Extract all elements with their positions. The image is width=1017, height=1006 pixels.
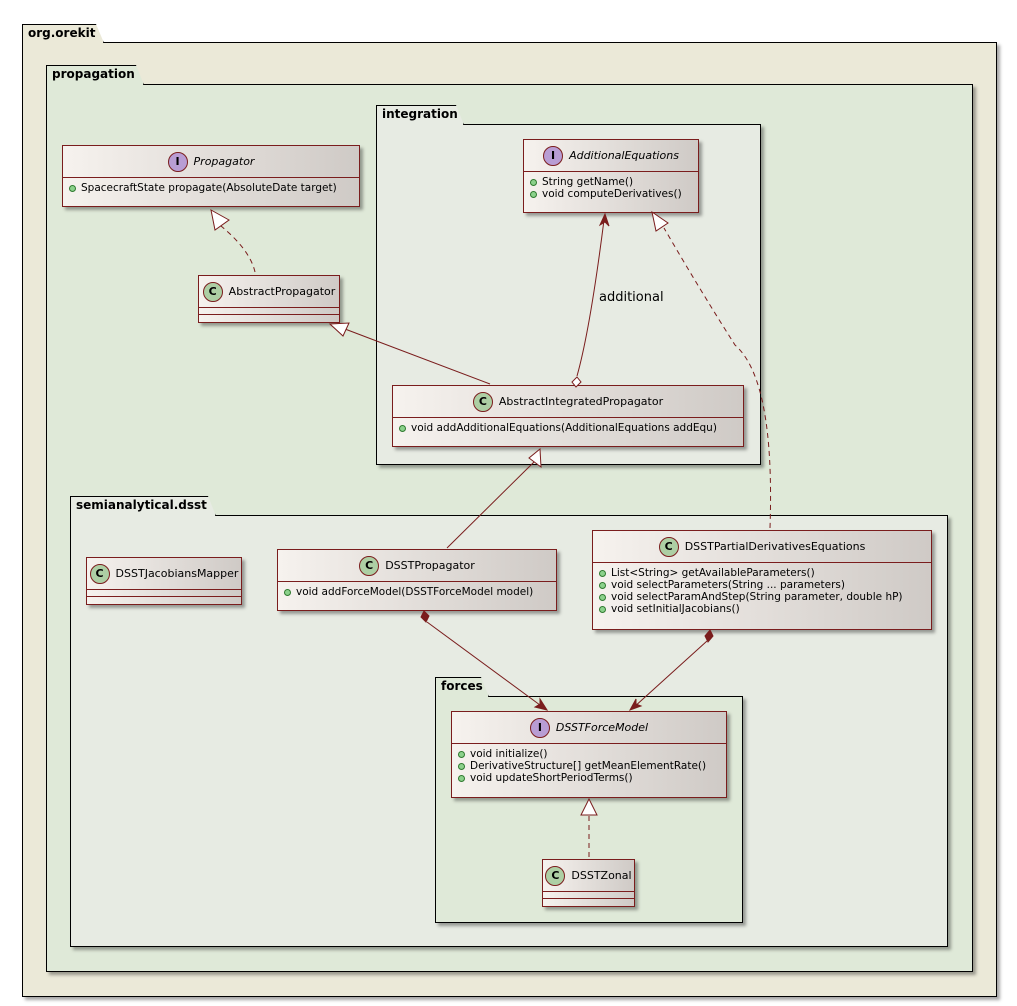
public-member-icon <box>458 750 465 758</box>
composition-diamond <box>420 610 430 623</box>
class-name: DSSTForceModel <box>555 721 649 734</box>
realization-arrowhead <box>651 210 669 232</box>
member-label: void selectParamAndStep(String parameter… <box>611 591 903 603</box>
member-label: void addAdditionalEquations(AdditionalEq… <box>411 422 717 434</box>
class-name: DSSTJacobiansMapper <box>115 567 239 580</box>
class-badge-icon: C <box>359 555 380 576</box>
class-name: DSSTPropagator <box>385 559 475 572</box>
class-badge-icon: C <box>89 563 110 584</box>
public-member-icon <box>399 424 406 432</box>
class-badge-icon: C <box>658 536 679 557</box>
class-dsst-force-model[interactable]: I DSSTForceModel void initialize() Deriv… <box>451 711 727 798</box>
inheritance-arrowhead <box>528 447 542 469</box>
class-additional-equations[interactable]: I AdditionalEquations String getName() v… <box>523 139 699 213</box>
public-member-icon <box>599 569 606 577</box>
class-name: AbstractPropagator <box>228 285 336 298</box>
member-label: void addForceModel(DSSTForceModel model) <box>296 586 534 598</box>
class-name: AbstractIntegratedPropagator <box>498 395 664 408</box>
inheritance-edge-integrated-abstractpropagator <box>344 328 491 385</box>
class-badge-icon: C <box>545 865 566 886</box>
navigable-arrowhead <box>598 212 610 227</box>
inheritance-edge-dsstpropagator-integrated <box>446 461 535 549</box>
interface-badge-icon: I <box>543 145 564 166</box>
realization-edge-abstractpropagator-propagator <box>220 225 256 273</box>
class-abstract-integrated-propagator[interactable]: C AbstractIntegratedPropagator void addA… <box>392 385 744 447</box>
public-member-icon <box>599 593 606 601</box>
member-label: void computeDerivatives() <box>542 188 682 200</box>
package-tab-integration: integration <box>376 105 464 125</box>
public-member-icon <box>599 581 606 589</box>
relation-label-additional: additional <box>599 290 664 305</box>
public-member-icon <box>530 190 537 198</box>
class-name: DSSTPartialDerivativesEquations <box>684 540 866 553</box>
class-dsst-partial-derivatives-equations[interactable]: C DSSTPartialDerivativesEquations List<S… <box>592 530 932 630</box>
class-abstract-propagator[interactable]: C AbstractPropagator <box>198 275 340 323</box>
package-tab-propagation: propagation <box>46 65 144 85</box>
realization-edge-partialderivatives-additionalequations <box>663 227 772 529</box>
class-badge-icon: C <box>202 281 223 302</box>
member-label: DerivativeStructure[] getMeanElementRate… <box>470 760 707 772</box>
aggregation-diamond <box>571 376 582 388</box>
class-dsst-propagator[interactable]: C DSSTPropagator void addForceModel(DSST… <box>277 549 557 611</box>
inheritance-arrowhead <box>328 322 350 337</box>
aggregation-edge-additional <box>576 219 605 377</box>
class-propagator[interactable]: I Propagator SpacecraftState propagate(A… <box>62 145 360 207</box>
navigable-arrowhead <box>628 698 643 711</box>
class-name: Propagator <box>193 155 255 168</box>
class-dsst-jacobians-mapper[interactable]: C DSSTJacobiansMapper <box>86 557 242 605</box>
package-tab-org-orekit: org.orekit <box>22 24 104 43</box>
public-member-icon <box>458 774 465 782</box>
public-member-icon <box>599 605 606 613</box>
composition-diamond <box>704 629 714 643</box>
realization-arrowhead <box>210 209 230 231</box>
composition-edge-dsstpropagator-forcemodel <box>426 621 545 709</box>
class-dsst-zonal[interactable]: C DSSTZonal <box>542 859 635 907</box>
class-name: DSSTZonal <box>571 869 632 882</box>
class-badge-icon: C <box>472 391 493 412</box>
member-label: List<String> getAvailableParameters() <box>611 567 815 579</box>
public-member-icon <box>69 184 76 192</box>
realization-arrowhead <box>580 797 598 816</box>
interface-badge-icon: I <box>167 151 188 172</box>
public-member-icon <box>284 588 291 596</box>
package-tab-semianalytical-dsst: semianalytical.dsst <box>70 496 216 516</box>
public-member-icon <box>530 178 537 186</box>
composition-edge-partialderivatives-forcemodel <box>632 640 708 709</box>
member-label: String getName() <box>542 176 634 188</box>
navigable-arrowhead <box>533 697 549 711</box>
member-label: void selectParameters(String ... paramet… <box>611 579 845 591</box>
member-label: void updateShortPeriodTerms() <box>470 772 633 784</box>
member-label: void setInitialJacobians() <box>611 603 740 615</box>
member-label: void initialize() <box>470 748 548 760</box>
class-name: AdditionalEquations <box>569 149 679 162</box>
public-member-icon <box>458 762 465 770</box>
interface-badge-icon: I <box>529 717 550 738</box>
member-label: SpacecraftState propagate(AbsoluteDate t… <box>81 182 337 194</box>
